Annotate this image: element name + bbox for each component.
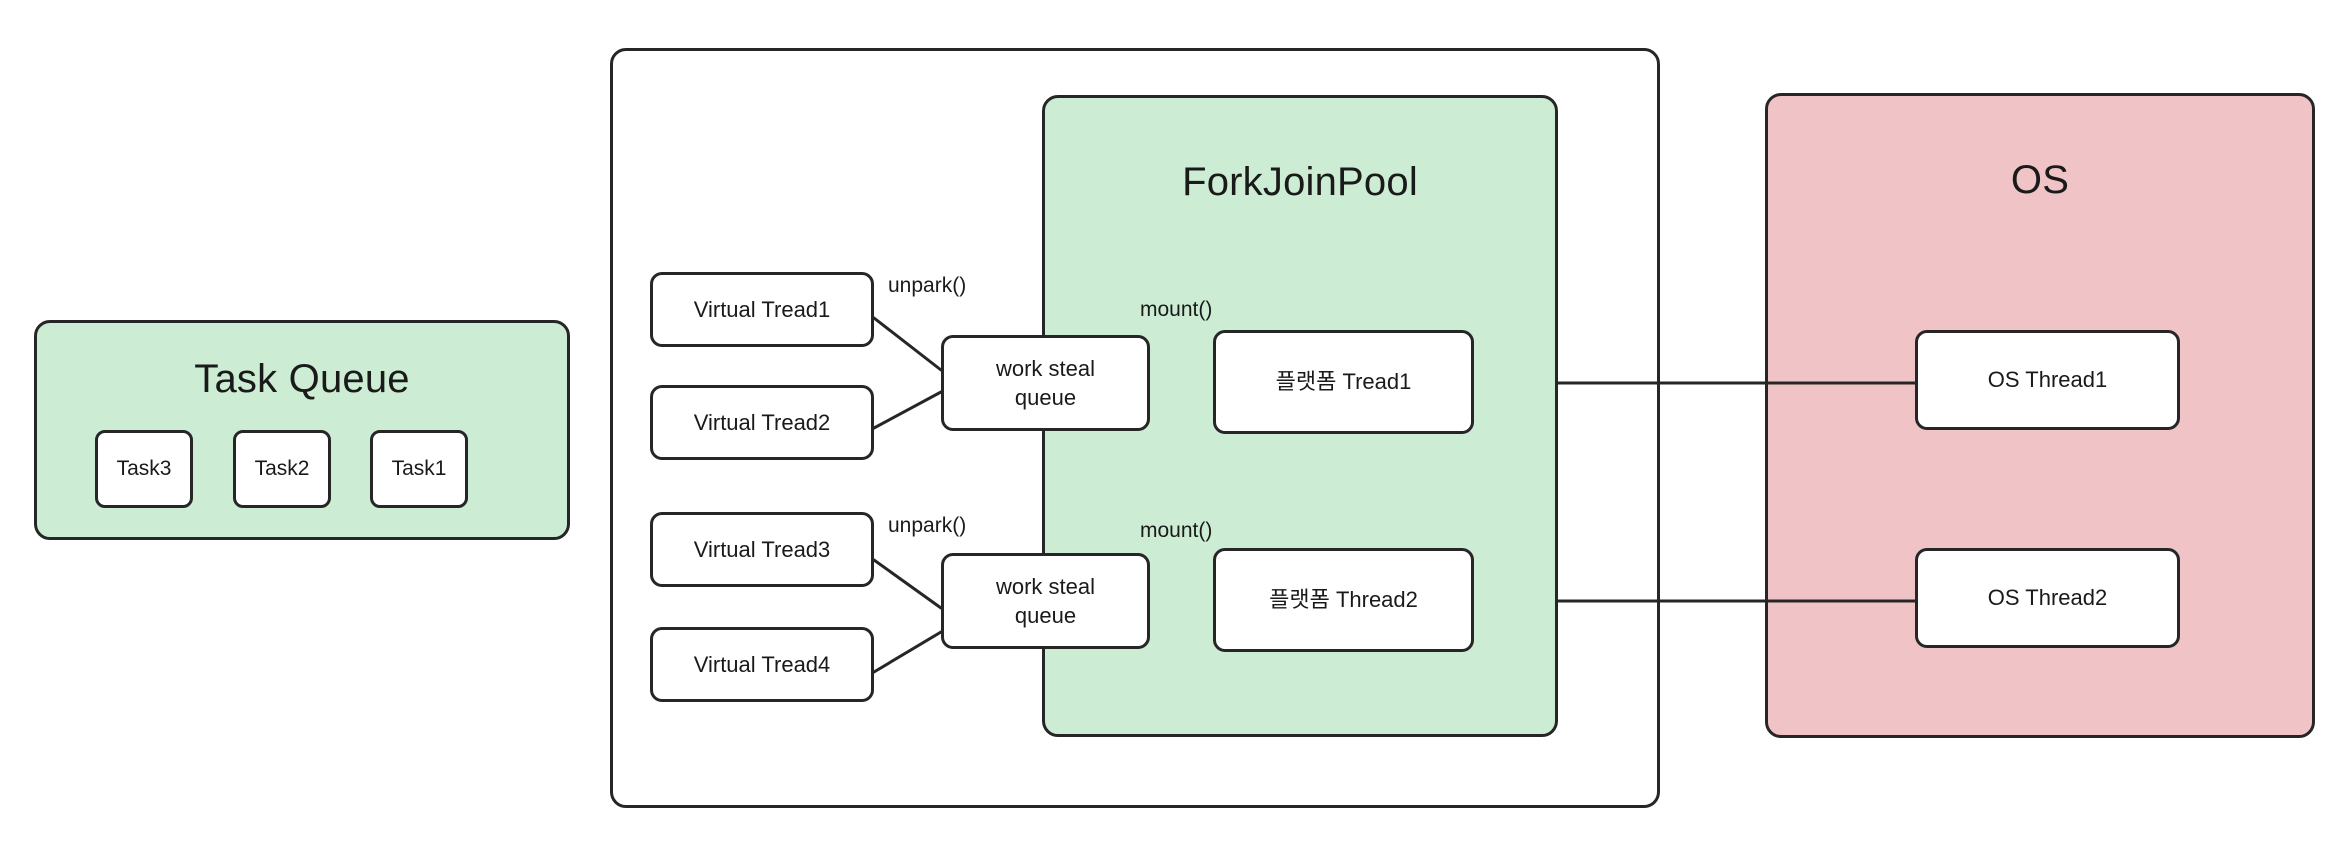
platform-thread-2[interactable]: 플랫폼 Thread2 — [1213, 548, 1474, 652]
mount-label-2: mount() — [1140, 519, 1213, 542]
unpark-label-1: unpark() — [888, 274, 967, 297]
os-thread-1[interactable]: OS Thread1 — [1915, 330, 2180, 430]
virtual-thread-4[interactable]: Virtual Tread4 — [650, 627, 874, 702]
task-box-task2[interactable]: Task2 — [233, 430, 331, 508]
virtual-thread-2[interactable]: Virtual Tread2 — [650, 385, 874, 460]
os-title: OS — [2010, 158, 2070, 202]
work-steal-queue-1[interactable]: work steal queue — [941, 335, 1150, 431]
unpark-label-2: unpark() — [888, 514, 967, 537]
task-box-task1[interactable]: Task1 — [370, 430, 468, 508]
work-steal-queue-2[interactable]: work steal queue — [941, 553, 1150, 649]
fork-join-pool-title: ForkJoinPool — [1182, 160, 1418, 204]
mount-label-1: mount() — [1140, 298, 1213, 321]
platform-thread-1[interactable]: 플랫폼 Tread1 — [1213, 330, 1474, 434]
os-thread-2[interactable]: OS Thread2 — [1915, 548, 2180, 648]
virtual-thread-3[interactable]: Virtual Tread3 — [650, 512, 874, 587]
virtual-thread-1[interactable]: Virtual Tread1 — [650, 272, 874, 347]
task-box-task3[interactable]: Task3 — [95, 430, 193, 508]
task-queue-title: Task Queue — [194, 357, 410, 401]
